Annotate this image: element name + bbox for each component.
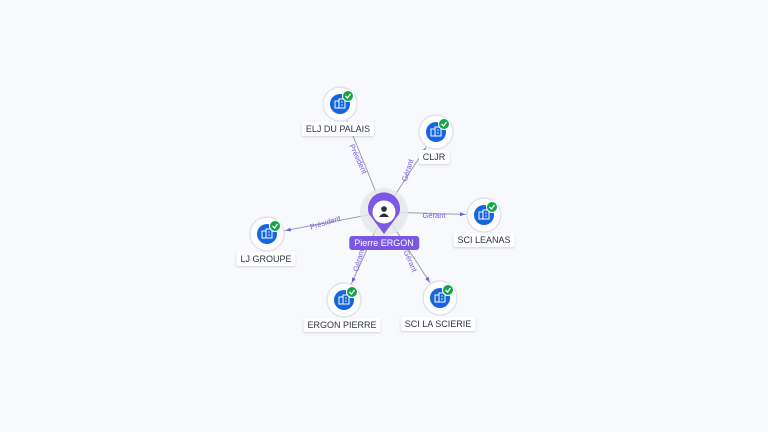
person-node[interactable] [360,188,408,236]
company-node-ergonpierre[interactable] [326,282,362,318]
verified-check-icon [346,286,358,298]
company-node-ljgroupe[interactable] [249,216,285,252]
company-node-scileanas[interactable] [466,197,502,233]
verified-check-icon [269,220,281,232]
company-name-label[interactable]: ERGON PIERRE [303,318,381,332]
company-node-elj[interactable] [322,86,358,122]
edge-arrow [285,227,291,232]
role-label: Gérant [400,157,416,182]
person-name-label[interactable]: Pierre ERGON [349,236,419,250]
person-icon [379,206,389,217]
edge-arrow [425,276,430,283]
company-name-label[interactable]: CLJR [418,150,450,164]
edge-arrow [351,277,356,283]
company-name-label[interactable]: SCI LA SCIERIE [400,317,476,331]
company-node-scilascierie[interactable] [422,280,458,316]
verified-check-icon [442,284,454,296]
role-label: Président [309,213,343,231]
role-label: Gérant [351,247,366,272]
role-label: Président [347,143,369,176]
verified-check-icon [438,118,450,130]
verified-check-icon [486,201,498,213]
company-node-cljr[interactable] [418,114,454,150]
company-name-label[interactable]: ELJ DU PALAIS [301,122,375,136]
role-label: Gérant [423,211,447,220]
company-name-label[interactable]: LJ GROUPE [236,252,296,266]
edge-arrow [459,212,466,217]
company-name-label[interactable]: SCI LEANAS [453,233,515,247]
verified-check-icon [342,90,354,102]
